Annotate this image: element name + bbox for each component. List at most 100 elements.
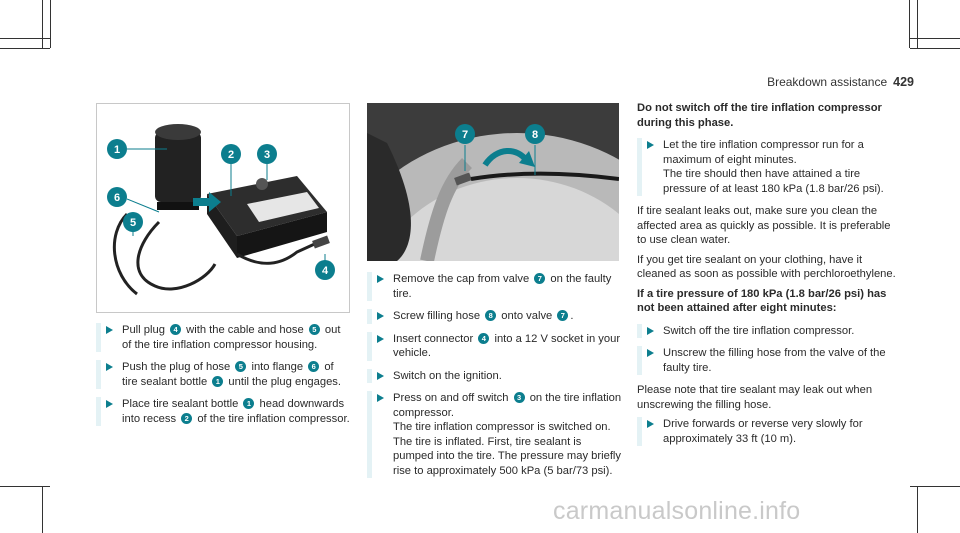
step-item: Pull plug 4 with the cable and hose 5 ou… bbox=[96, 323, 351, 352]
step-text: into a 12 V socket in your vehicle. bbox=[393, 332, 621, 360]
step-arrow-icon bbox=[377, 394, 384, 402]
step-result: The tire inflation compressor is switche… bbox=[393, 421, 611, 433]
step-item: Drive forwards or reverse very slowly fo… bbox=[637, 417, 902, 446]
condition-heading: If a tire pressure of 180 kPa (1.8 bar/2… bbox=[637, 287, 887, 315]
step-arrow-icon bbox=[647, 420, 654, 428]
step-arrow-icon bbox=[377, 371, 384, 380]
step-item: Press on and off switch 3 on the tire in… bbox=[367, 391, 623, 478]
page-header: Breakdown assistance 429 bbox=[767, 75, 914, 89]
step-text: on the tire inflation compressor. bbox=[393, 392, 622, 419]
crop-mark bbox=[917, 0, 918, 48]
callout-8: 8 bbox=[532, 129, 538, 141]
step-text: with the cable and hose bbox=[186, 324, 304, 336]
crop-mark bbox=[50, 0, 51, 48]
column-1: Pull plug 4 with the cable and hose 5 ou… bbox=[96, 323, 351, 434]
callout-badge: 1 bbox=[212, 375, 224, 387]
step-arrow-icon bbox=[106, 400, 113, 408]
step-text: Insert connector bbox=[393, 332, 474, 345]
callout-6: 6 bbox=[114, 192, 120, 204]
crop-mark bbox=[910, 486, 960, 487]
step-text: of tire sealant bottle bbox=[122, 361, 334, 388]
step-item: Push the plug of hose 5 into flange 6 of… bbox=[96, 360, 351, 389]
step-bar bbox=[367, 272, 372, 301]
crop-mark bbox=[0, 48, 50, 49]
step-text: Pull plug bbox=[122, 324, 165, 336]
step-arrow-icon bbox=[647, 326, 654, 335]
step-result: The tire should then have attained a tir… bbox=[663, 168, 884, 195]
watermark: carmanualsonline.info bbox=[553, 497, 801, 525]
section-title: Breakdown assistance bbox=[767, 75, 888, 89]
callout-2: 2 bbox=[228, 149, 234, 161]
crop-mark bbox=[909, 0, 910, 48]
step-arrow-icon bbox=[377, 334, 384, 343]
callout-1: 1 bbox=[114, 144, 120, 156]
step-text: Switch on the ignition. bbox=[393, 369, 502, 382]
step-text: Switch off the tire inflation compressor… bbox=[663, 324, 855, 337]
step-bar bbox=[367, 391, 372, 478]
valve-illustration: 7 8 bbox=[367, 103, 619, 261]
compressor-illustration: 1 2 3 4 5 6 bbox=[96, 103, 350, 313]
step-bar bbox=[637, 138, 642, 196]
crop-mark bbox=[42, 0, 43, 48]
step-item: Remove the cap from valve 7 on the fault… bbox=[367, 272, 623, 301]
step-item: Switch off the tire inflation compressor… bbox=[637, 323, 902, 338]
step-text: of the tire inflation compressor. bbox=[197, 412, 350, 425]
column-3: Do not switch off the tire inflation com… bbox=[637, 101, 902, 454]
step-item: Switch on the ignition. bbox=[367, 368, 623, 383]
warning-heading: Do not switch off the tire inflation com… bbox=[637, 102, 882, 129]
callout-badge: 7 bbox=[557, 310, 569, 321]
step-text: . bbox=[570, 310, 574, 322]
crop-mark bbox=[42, 486, 43, 533]
callout-5: 5 bbox=[130, 217, 136, 229]
step-arrow-icon bbox=[647, 141, 654, 149]
crop-mark bbox=[0, 38, 50, 39]
step-text: out of the tire inflation compressor hou… bbox=[122, 324, 341, 351]
callout-badge: 7 bbox=[534, 273, 546, 284]
callout-badge: 6 bbox=[308, 361, 320, 372]
step-arrow-icon bbox=[106, 363, 113, 371]
step-text: onto valve bbox=[501, 310, 553, 322]
callout-badge: 1 bbox=[243, 398, 255, 409]
step-item: Screw filling hose 8 onto valve 7. bbox=[367, 309, 623, 324]
callout-badge: 3 bbox=[513, 392, 525, 403]
callout-7: 7 bbox=[462, 129, 468, 141]
callout-badge: 5 bbox=[235, 361, 247, 372]
step-arrow-icon bbox=[647, 349, 654, 357]
step-bar bbox=[637, 346, 642, 375]
page-number: 429 bbox=[893, 75, 914, 89]
step-text: Unscrew the filling hose from the valve … bbox=[663, 347, 886, 374]
step-text: Press on and off switch bbox=[393, 392, 509, 404]
callout-4: 4 bbox=[322, 265, 329, 277]
step-text: Let the tire inflation compressor run fo… bbox=[663, 139, 864, 166]
step-result: The tire is inflated. First, tire sealan… bbox=[393, 435, 622, 477]
step-text: Push the plug of hose bbox=[122, 361, 231, 373]
step-item: Unscrew the filling hose from the valve … bbox=[637, 346, 902, 375]
callout-badge: 4 bbox=[478, 332, 490, 344]
callout-badge: 5 bbox=[308, 324, 320, 335]
step-arrow-icon bbox=[377, 275, 384, 283]
step-text: Place tire sealant bottle bbox=[122, 398, 239, 410]
step-arrow-icon bbox=[377, 312, 384, 320]
step-text: Remove the cap from valve bbox=[393, 273, 530, 285]
paragraph: If you get tire sealant on your clothing… bbox=[637, 253, 896, 281]
paragraph: Please note that tire sealant may leak o… bbox=[637, 384, 873, 411]
step-bar bbox=[96, 397, 101, 426]
step-bar bbox=[367, 331, 372, 361]
callout-badge: 4 bbox=[170, 324, 182, 335]
step-text: head downwards into recess bbox=[122, 398, 345, 425]
step-bar bbox=[96, 360, 101, 389]
step-bar bbox=[367, 368, 372, 383]
step-text: on the faulty tire. bbox=[393, 273, 612, 300]
step-item: Place tire sealant bottle 1 head downwar… bbox=[96, 397, 351, 426]
callout-badge: 8 bbox=[485, 310, 497, 321]
callout-badge: 2 bbox=[181, 412, 193, 424]
step-arrow-icon bbox=[106, 326, 113, 334]
step-item: Let the tire inflation compressor run fo… bbox=[637, 138, 902, 196]
step-text: until the plug engages. bbox=[228, 375, 342, 388]
step-bar bbox=[637, 417, 642, 446]
step-bar bbox=[96, 323, 101, 352]
crop-mark bbox=[910, 38, 960, 39]
callout-3: 3 bbox=[264, 149, 270, 161]
crop-mark bbox=[910, 48, 960, 49]
crop-mark bbox=[0, 486, 50, 487]
